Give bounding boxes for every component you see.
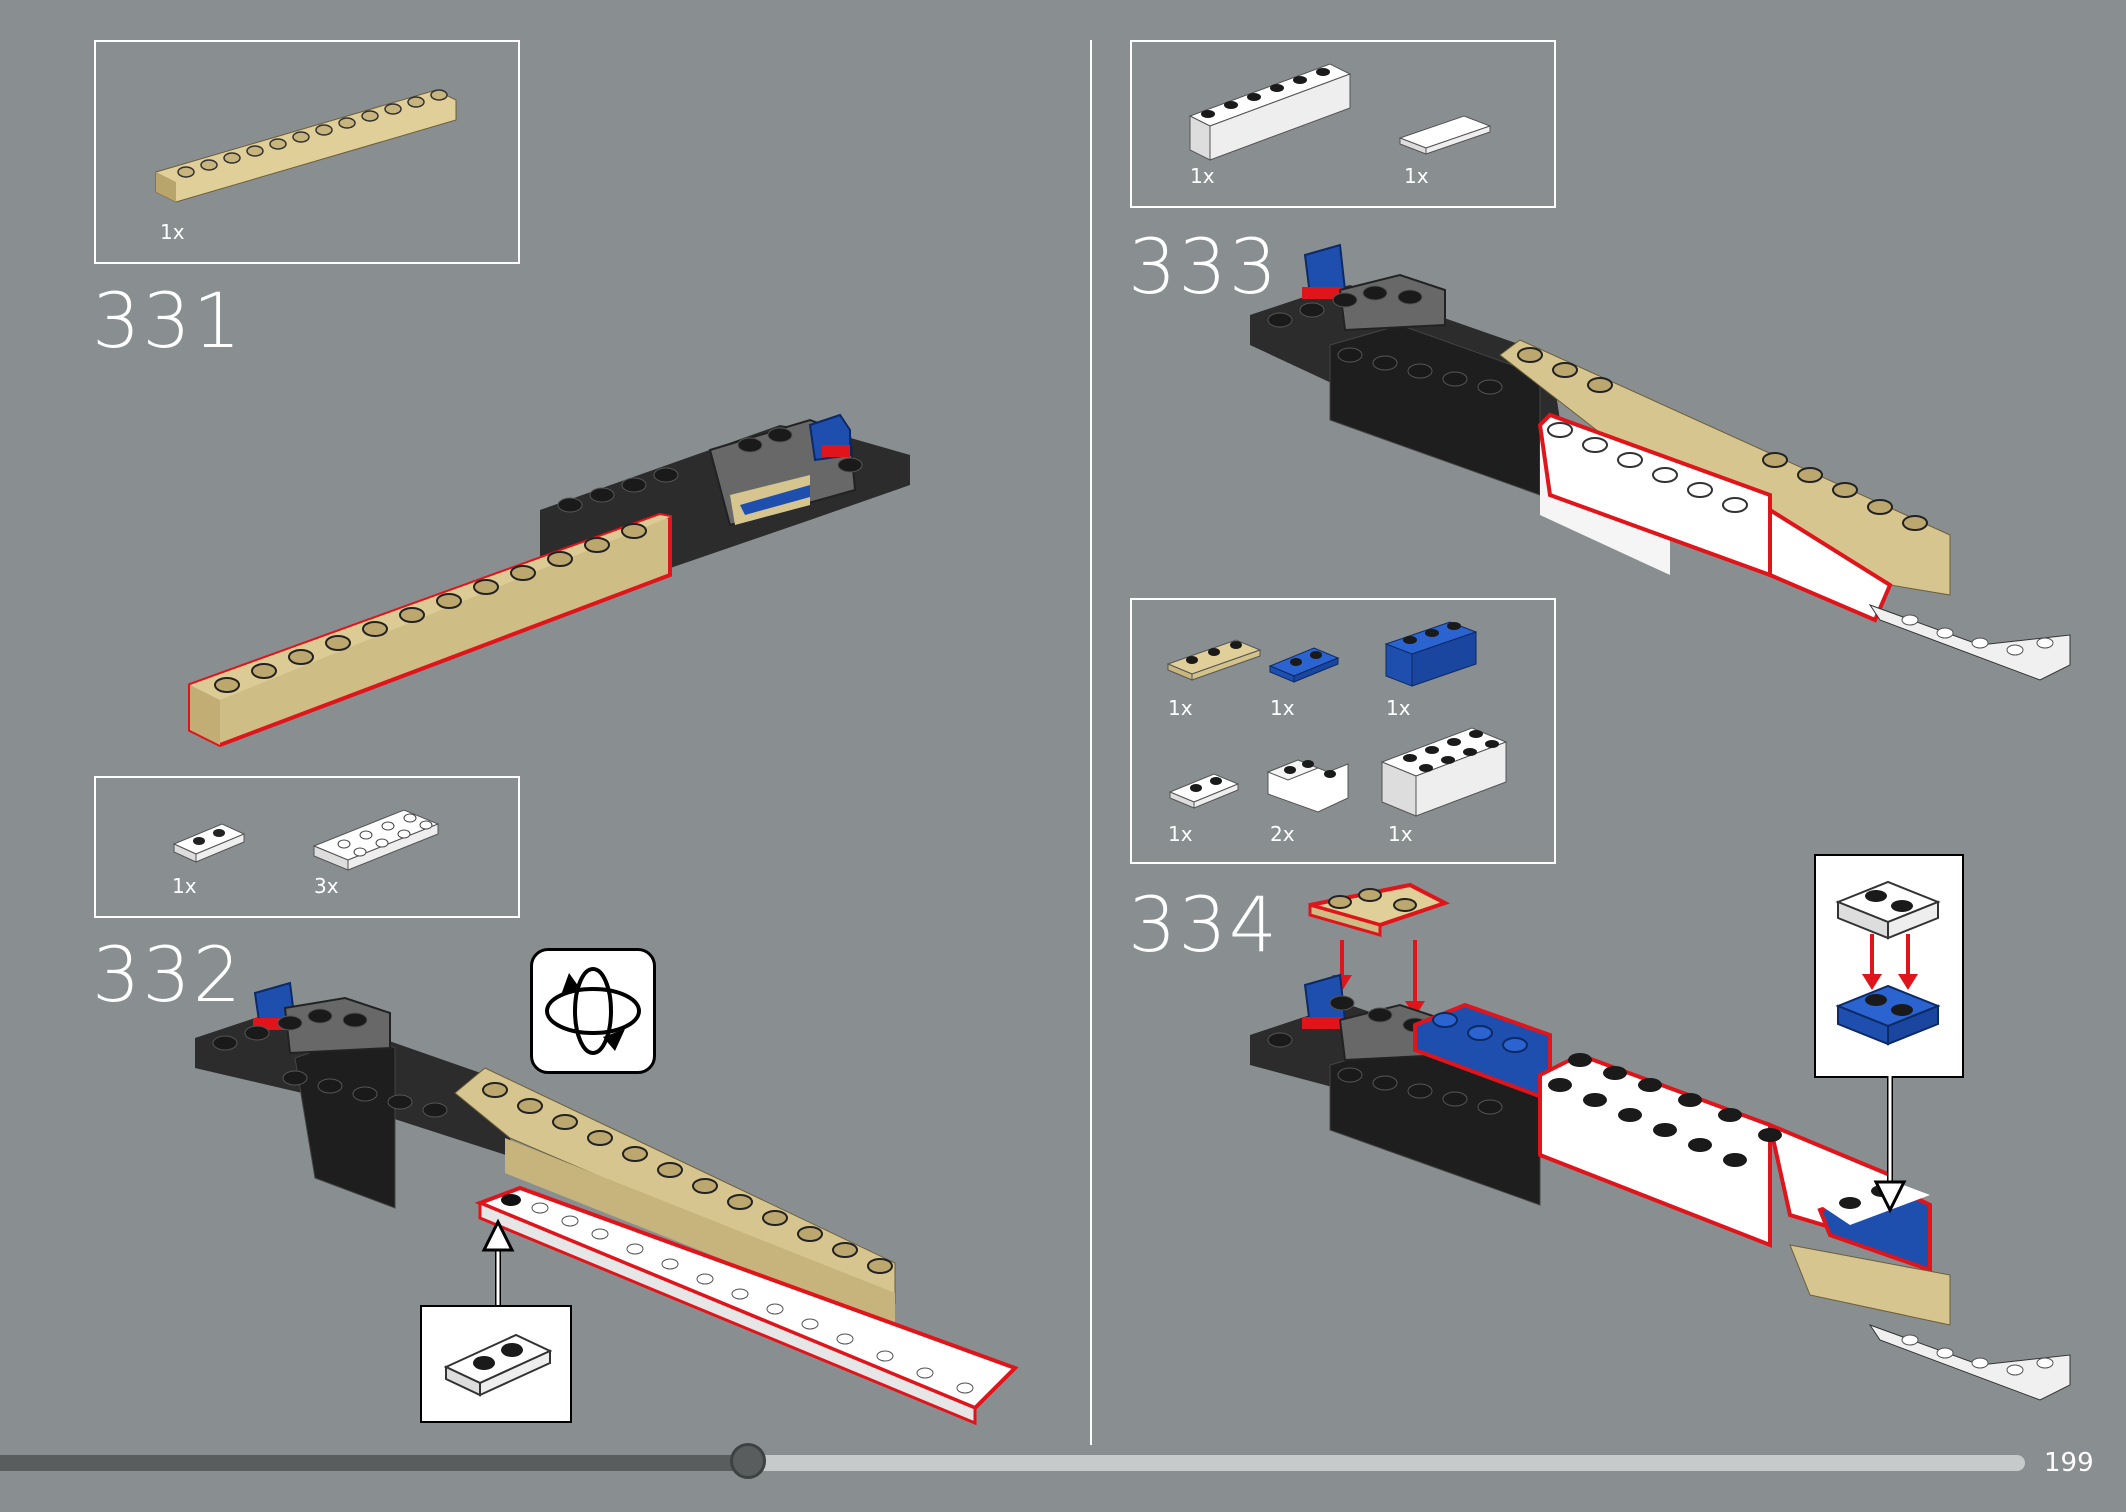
qty-label: 1x [1404, 164, 1429, 188]
white-brick-1x6-icon [1188, 63, 1352, 161]
model-assembly-331 [188, 413, 910, 748]
blue-plate-1x2-icon [1268, 647, 1340, 683]
qty-label: 1x [160, 220, 185, 244]
model-assembly-332 [195, 981, 1019, 1426]
page-number: 199 [2044, 1448, 2094, 1478]
page-divider [1090, 40, 1092, 1445]
qty-label: 1x [1388, 822, 1413, 846]
step-number-332: 332 [92, 930, 244, 1019]
white-tile-1x4-icon [1398, 115, 1492, 155]
qty-label: 1x [1168, 696, 1193, 720]
tan-plate-1x3-icon [1166, 639, 1262, 681]
step-number-333: 333 [1128, 222, 1280, 311]
step-number-334: 334 [1128, 880, 1280, 969]
qty-label: 1x [1386, 696, 1411, 720]
qty-label: 1x [1190, 164, 1215, 188]
parts-box-333: 1x 1x [1130, 40, 1556, 208]
callout-plate-332 [420, 1305, 572, 1423]
qty-label: 1x [172, 874, 197, 898]
qty-label: 1x [1270, 696, 1295, 720]
step-number-331: 331 [92, 276, 244, 365]
white-plate-1x2-icon [1835, 880, 1941, 940]
blue-brick-1x3-icon [1384, 621, 1478, 687]
rotate-model-icon [545, 967, 641, 1055]
down-arrows-icon [1862, 934, 1918, 990]
white-brick-2x4-icon [1380, 727, 1508, 817]
rotate-model-button [530, 948, 656, 1074]
progress-bar-remaining [748, 1455, 2025, 1471]
parts-box-331: 1x [94, 40, 520, 264]
progress-knob [730, 1443, 766, 1479]
insert-arrow-icon [481, 1218, 515, 1312]
white-plate-1x2-icon [172, 823, 246, 863]
qty-label: 3x [314, 874, 339, 898]
model-assembly-333 [1250, 243, 2071, 681]
white-brick-corner-icon [1266, 759, 1349, 813]
model-assembly-334 [1250, 882, 2071, 1401]
white-plate-1x2-icon [1168, 773, 1240, 809]
blue-plate-1x2-icon [1835, 984, 1941, 1046]
white-plate-1x2-icon [443, 1333, 553, 1397]
qty-label: 1x [1168, 822, 1193, 846]
parts-box-332: 1x 3x [94, 776, 520, 918]
callout-submodel-334 [1814, 854, 1964, 1078]
qty-label: 2x [1270, 822, 1295, 846]
white-plate-2x4-icon [312, 809, 440, 871]
progress-bar-done [0, 1455, 748, 1471]
parts-box-334: 1x 1x 1x 1x 2x 1x [1130, 598, 1556, 864]
tan-brick-1x12-icon [155, 89, 457, 203]
insert-arrow-icon [1873, 1076, 1907, 1214]
